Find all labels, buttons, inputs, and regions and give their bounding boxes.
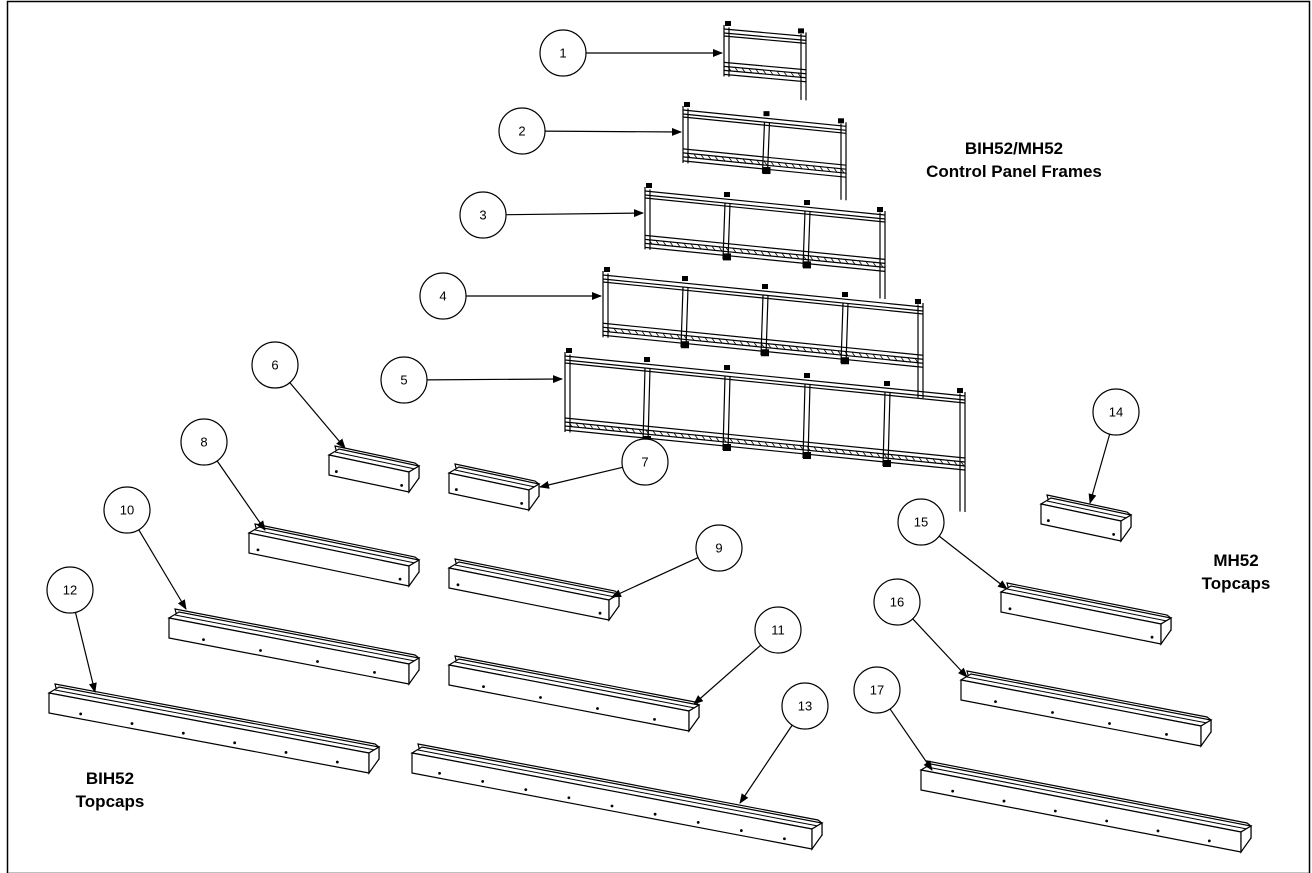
callout-6: 6 bbox=[251, 341, 346, 449]
mh52-label-line1: MH52 bbox=[1213, 551, 1258, 570]
callout-arrow bbox=[289, 382, 346, 449]
callout-bubble bbox=[695, 524, 743, 572]
callout-4: 4 bbox=[419, 272, 602, 320]
callout-bubble bbox=[754, 606, 802, 654]
mh52-topcaps-label: MH52 Topcaps bbox=[1202, 551, 1271, 593]
callout-number: 10 bbox=[120, 503, 134, 518]
bih52-topcaps-label: BIH52 Topcaps bbox=[76, 769, 145, 811]
callout-number: 12 bbox=[63, 583, 77, 598]
callout-7: 7 bbox=[539, 438, 669, 489]
callout-bubble bbox=[897, 498, 945, 546]
topcap-12 bbox=[47, 683, 381, 775]
callout-number: 3 bbox=[479, 208, 486, 223]
control-panel-frame-2 bbox=[682, 102, 847, 201]
control-panel-frame-5 bbox=[564, 348, 966, 512]
bih52-label-line2: Topcaps bbox=[76, 792, 145, 811]
topcap-16 bbox=[959, 670, 1213, 748]
bih52-label-line1: BIH52 bbox=[86, 769, 134, 788]
callout-number: 11 bbox=[771, 623, 785, 638]
callout-number: 2 bbox=[518, 124, 525, 139]
callout-number: 1 bbox=[559, 46, 566, 61]
topcap-13 bbox=[410, 743, 824, 851]
callout-1: 1 bbox=[539, 29, 723, 77]
callout-number: 17 bbox=[870, 683, 884, 698]
callout-bubble bbox=[419, 272, 467, 320]
callout-number: 14 bbox=[1109, 405, 1123, 420]
callout-bubble bbox=[180, 418, 228, 466]
callout-bubble bbox=[873, 578, 921, 626]
callout-arrow bbox=[889, 708, 933, 771]
callout-arrow bbox=[938, 535, 1008, 590]
callout-number: 13 bbox=[798, 699, 812, 714]
frames-label-line1: BIH52/MH52 bbox=[965, 139, 1063, 158]
callout-2: 2 bbox=[498, 107, 682, 155]
callout-number: 4 bbox=[439, 289, 446, 304]
callout-3: 3 bbox=[459, 191, 644, 239]
callout-arrow bbox=[426, 375, 563, 384]
callout-bubble bbox=[853, 666, 901, 714]
topcap-6 bbox=[327, 445, 421, 494]
callout-arrow bbox=[739, 724, 793, 804]
callout-bubble bbox=[380, 356, 428, 404]
callout-bubble bbox=[498, 107, 546, 155]
topcap-14 bbox=[1039, 494, 1133, 543]
callout-8: 8 bbox=[180, 418, 266, 531]
callout-11: 11 bbox=[693, 606, 802, 705]
callout-9: 9 bbox=[611, 524, 743, 598]
callout-bubble bbox=[539, 29, 587, 77]
mh52-label-line2: Topcaps bbox=[1202, 574, 1271, 593]
callout-bubble bbox=[1092, 388, 1140, 436]
callout-arrow bbox=[544, 127, 682, 136]
callout-arrow bbox=[539, 466, 623, 489]
callout-bubble bbox=[46, 566, 94, 614]
callout-arrow bbox=[138, 529, 187, 610]
frames-group-label: BIH52/MH52 Control Panel Frames bbox=[926, 139, 1102, 181]
control-panel-frame-1 bbox=[723, 21, 807, 101]
topcap-10 bbox=[167, 608, 421, 686]
topcap-8 bbox=[247, 523, 421, 588]
callout-number: 7 bbox=[641, 455, 648, 470]
callout-arrow bbox=[505, 209, 644, 218]
callout-arrow bbox=[912, 618, 968, 678]
callout-arrow bbox=[74, 612, 97, 693]
callout-16: 16 bbox=[873, 578, 968, 678]
callout-arrow bbox=[1088, 433, 1111, 504]
drawing-border bbox=[6, 0, 1311, 873]
topcaps bbox=[47, 445, 1253, 854]
topcap-7 bbox=[447, 463, 541, 512]
callout-number: 6 bbox=[271, 358, 278, 373]
callout-arrow bbox=[611, 557, 699, 598]
topcap-17 bbox=[919, 760, 1253, 854]
control-panel-frame-4 bbox=[602, 267, 924, 398]
callout-12: 12 bbox=[46, 566, 97, 693]
topcap-15 bbox=[999, 582, 1173, 646]
callout-number: 5 bbox=[400, 373, 407, 388]
callout-5: 5 bbox=[380, 356, 563, 404]
callout-14: 14 bbox=[1088, 388, 1140, 504]
callout-number: 9 bbox=[715, 541, 722, 556]
callout-number: 15 bbox=[914, 515, 928, 530]
callout-bubble bbox=[621, 438, 669, 486]
callout-10: 10 bbox=[103, 486, 187, 610]
callout-number: 16 bbox=[890, 595, 904, 610]
topcap-9 bbox=[447, 558, 621, 622]
callout-bubble bbox=[103, 486, 151, 534]
callout-bubble bbox=[459, 191, 507, 239]
callout-arrow bbox=[216, 460, 266, 531]
control-panel-frames bbox=[564, 21, 966, 512]
control-panel-frame-3 bbox=[644, 183, 886, 299]
topcap-11 bbox=[447, 655, 701, 733]
callout-13: 13 bbox=[739, 682, 829, 804]
callout-bubble bbox=[251, 341, 299, 389]
callout-bubble bbox=[781, 682, 829, 730]
callout-arrow bbox=[693, 644, 762, 705]
callout-17: 17 bbox=[853, 666, 933, 771]
frames-label-line2: Control Panel Frames bbox=[926, 162, 1102, 181]
callout-15: 15 bbox=[897, 498, 1008, 590]
callout-number: 8 bbox=[200, 435, 207, 450]
